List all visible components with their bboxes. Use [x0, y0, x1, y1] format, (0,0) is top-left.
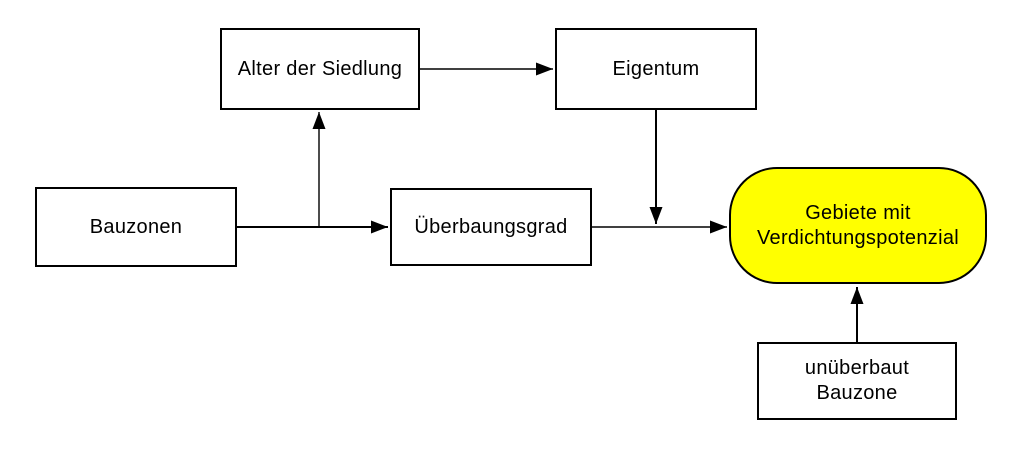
node-gebiete-mit-verdichtungspotenzial: Gebiete mit Verdichtungspotenzial: [729, 167, 987, 284]
node-bauzonen: Bauzonen: [35, 187, 237, 267]
node-alter-der-siedlung: Alter der Siedlung: [220, 28, 420, 110]
node-ueberbaungsgrad: Überbaungsgrad: [390, 188, 592, 266]
node-unueberbaut-bauzone: unüberbaut Bauzone: [757, 342, 957, 420]
node-eigentum: Eigentum: [555, 28, 757, 110]
